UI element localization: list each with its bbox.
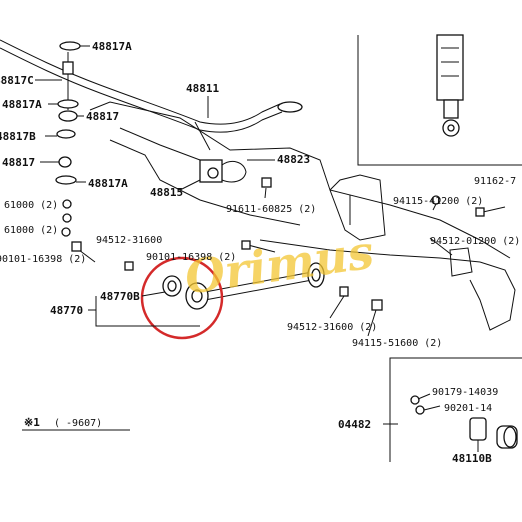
footnote-range: ( -9607) bbox=[54, 418, 102, 429]
label-48817c: 48817C bbox=[0, 74, 34, 87]
label-90101-right: 90101-16398 (2) bbox=[146, 252, 236, 263]
bushing-inset bbox=[389, 357, 522, 462]
lateral-control-rod bbox=[162, 262, 325, 310]
bushing-drawing bbox=[410, 395, 518, 449]
footnote: ※1 ( -9607) bbox=[22, 416, 130, 431]
label-48817-second: 48817 bbox=[2, 156, 35, 169]
label-48817: 48817 bbox=[86, 110, 119, 123]
label-48817a-bottom: 48817A bbox=[88, 177, 128, 190]
label-48770: 48770 bbox=[50, 304, 83, 317]
leader-lines bbox=[35, 45, 479, 452]
shock-absorber-inset bbox=[357, 34, 522, 166]
label-90201: 90201-14 bbox=[444, 403, 492, 414]
label-61000-b: 61000 (2) bbox=[4, 225, 58, 236]
label-48817a-left: 48817A bbox=[2, 98, 42, 111]
shock-absorber-drawing bbox=[436, 34, 464, 137]
label-48811: 48811 bbox=[186, 82, 219, 95]
label-90179: 90179-14039 bbox=[432, 387, 498, 398]
label-91162: 91162-7 bbox=[474, 176, 516, 187]
label-48817b: 48817B bbox=[0, 130, 36, 143]
highlight-circle bbox=[140, 256, 224, 340]
label-48817a-top: 48817A bbox=[92, 40, 132, 53]
label-48770b: 48770B bbox=[100, 290, 140, 303]
label-91611: 91611-60825 (2) bbox=[226, 204, 316, 215]
label-94115-51600: 94115-51600 (2) bbox=[352, 338, 442, 349]
link-parts-stack bbox=[55, 41, 81, 237]
part-labels: 48817A 48817C 48817A 48817 48817B 48817 … bbox=[0, 40, 520, 465]
label-94512-31600: 94512-31600 bbox=[96, 235, 162, 246]
label-94512-31600-2: 94512-31600 (2) bbox=[287, 322, 377, 333]
label-94115-41200: 94115-41200 (2) bbox=[393, 196, 483, 207]
label-94512-01200: 94512-01200 (2) bbox=[430, 236, 520, 247]
stabilizer-bracket bbox=[199, 159, 247, 183]
bolts bbox=[71, 177, 506, 311]
label-48815: 48815 bbox=[150, 186, 183, 199]
stabilizer-bar bbox=[0, 39, 303, 151]
label-04482: 04482 bbox=[338, 418, 371, 431]
label-61000-a: 61000 (2) bbox=[4, 200, 58, 211]
label-48110b: 48110B bbox=[452, 452, 492, 465]
label-90101-left: 90101-16398 (2) bbox=[0, 254, 86, 265]
label-48823: 48823 bbox=[277, 153, 310, 166]
footnote-mark: ※1 bbox=[24, 416, 40, 429]
